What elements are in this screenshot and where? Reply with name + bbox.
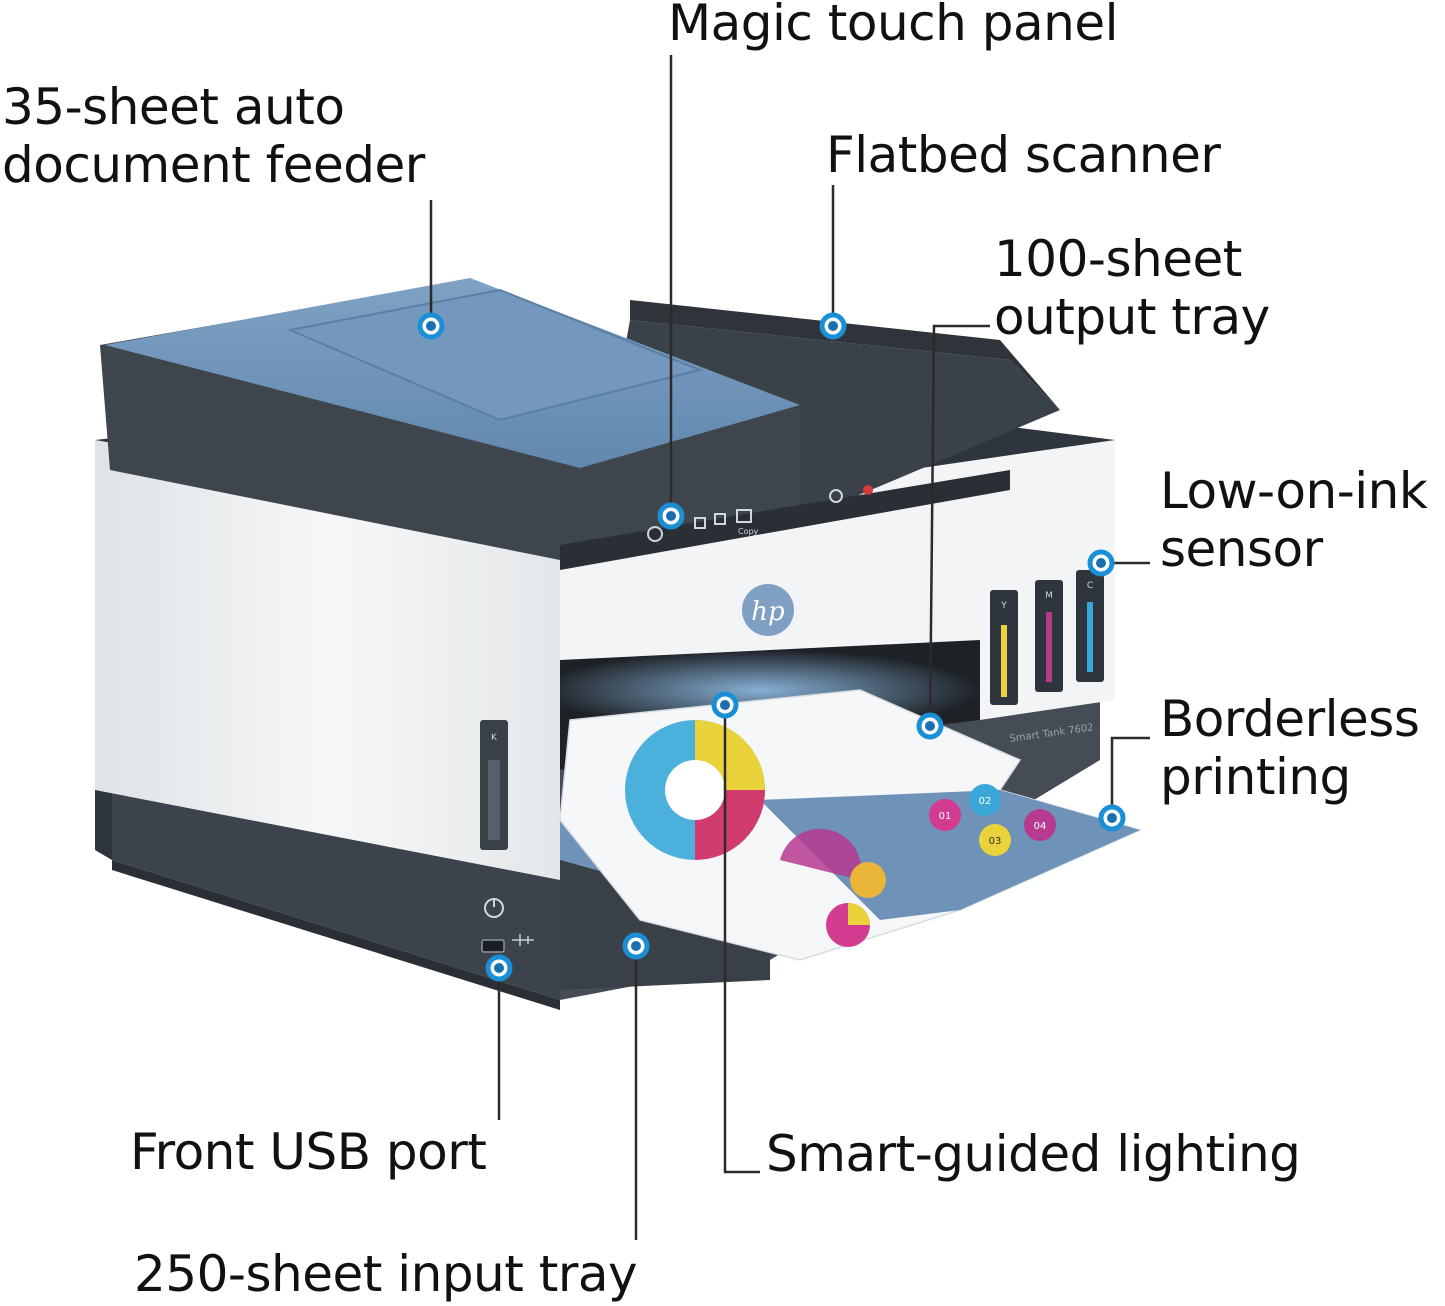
hotspot-low-ink[interactable] — [1087, 549, 1115, 577]
tank-label-m: M — [1045, 591, 1053, 601]
sheet-number-3: 03 — [989, 836, 1002, 847]
sheet-number-1: 01 — [939, 811, 952, 822]
callout-input-tray: 250-sheet input tray — [134, 1245, 638, 1303]
leader-lines — [429, 55, 1150, 1240]
callout-output-tray: 100-sheet output tray — [994, 230, 1270, 346]
callout-adf-line1: 35-sheet auto — [2, 78, 345, 136]
adf-cover — [100, 278, 800, 560]
callout-adf: 35-sheet auto document feeder — [2, 78, 425, 194]
hotspot-input-tray[interactable] — [622, 932, 650, 960]
callout-magic-touch: Magic touch panel — [668, 0, 1118, 52]
power-icon — [484, 898, 504, 918]
hotspot-usb[interactable] — [485, 954, 513, 982]
callout-adf-line2: document feeder — [2, 136, 425, 194]
usb-port-icon — [481, 939, 505, 953]
printed-output: 01 02 03 04 — [559, 689, 1143, 961]
ink-tanks: Y M C K — [480, 570, 1104, 850]
callout-usb: Front USB port — [130, 1123, 487, 1181]
panel-icon — [829, 489, 843, 503]
callout-flatbed: Flatbed scanner — [826, 126, 1221, 184]
panel-icon — [736, 509, 752, 523]
hotspot-adf[interactable] — [417, 312, 445, 340]
callout-borderless: Borderless printing — [1160, 690, 1420, 806]
panel-icon — [647, 526, 663, 542]
panel-copy-label: Copy — [738, 527, 759, 536]
hotspot-borderless[interactable] — [1098, 804, 1126, 832]
cancel-icon — [863, 485, 873, 495]
panel-icon — [694, 517, 706, 529]
tank-label-y: Y — [1000, 601, 1007, 611]
hp-logo: hp — [742, 584, 794, 636]
tank-label-k: K — [491, 733, 498, 743]
callout-low-ink: Low-on-ink sensor — [1160, 462, 1428, 578]
callout-lighting: Smart-guided lighting — [766, 1125, 1301, 1183]
hotspot-flatbed[interactable] — [819, 312, 847, 340]
sheet-number-2: 02 — [979, 796, 992, 807]
touch-panel: Copy — [560, 470, 1010, 570]
tank-label-c: C — [1087, 581, 1093, 591]
sheet-number-4: 04 — [1034, 821, 1047, 832]
panel-icon — [714, 513, 726, 525]
svg-text:hp: hp — [751, 597, 785, 627]
usb-symbol-icon — [512, 934, 534, 946]
hotspot-output-tray[interactable] — [916, 712, 944, 740]
front-controls — [481, 898, 534, 953]
hotspot-lighting[interactable] — [711, 691, 739, 719]
hotspot-magic-panel[interactable] — [657, 502, 685, 530]
